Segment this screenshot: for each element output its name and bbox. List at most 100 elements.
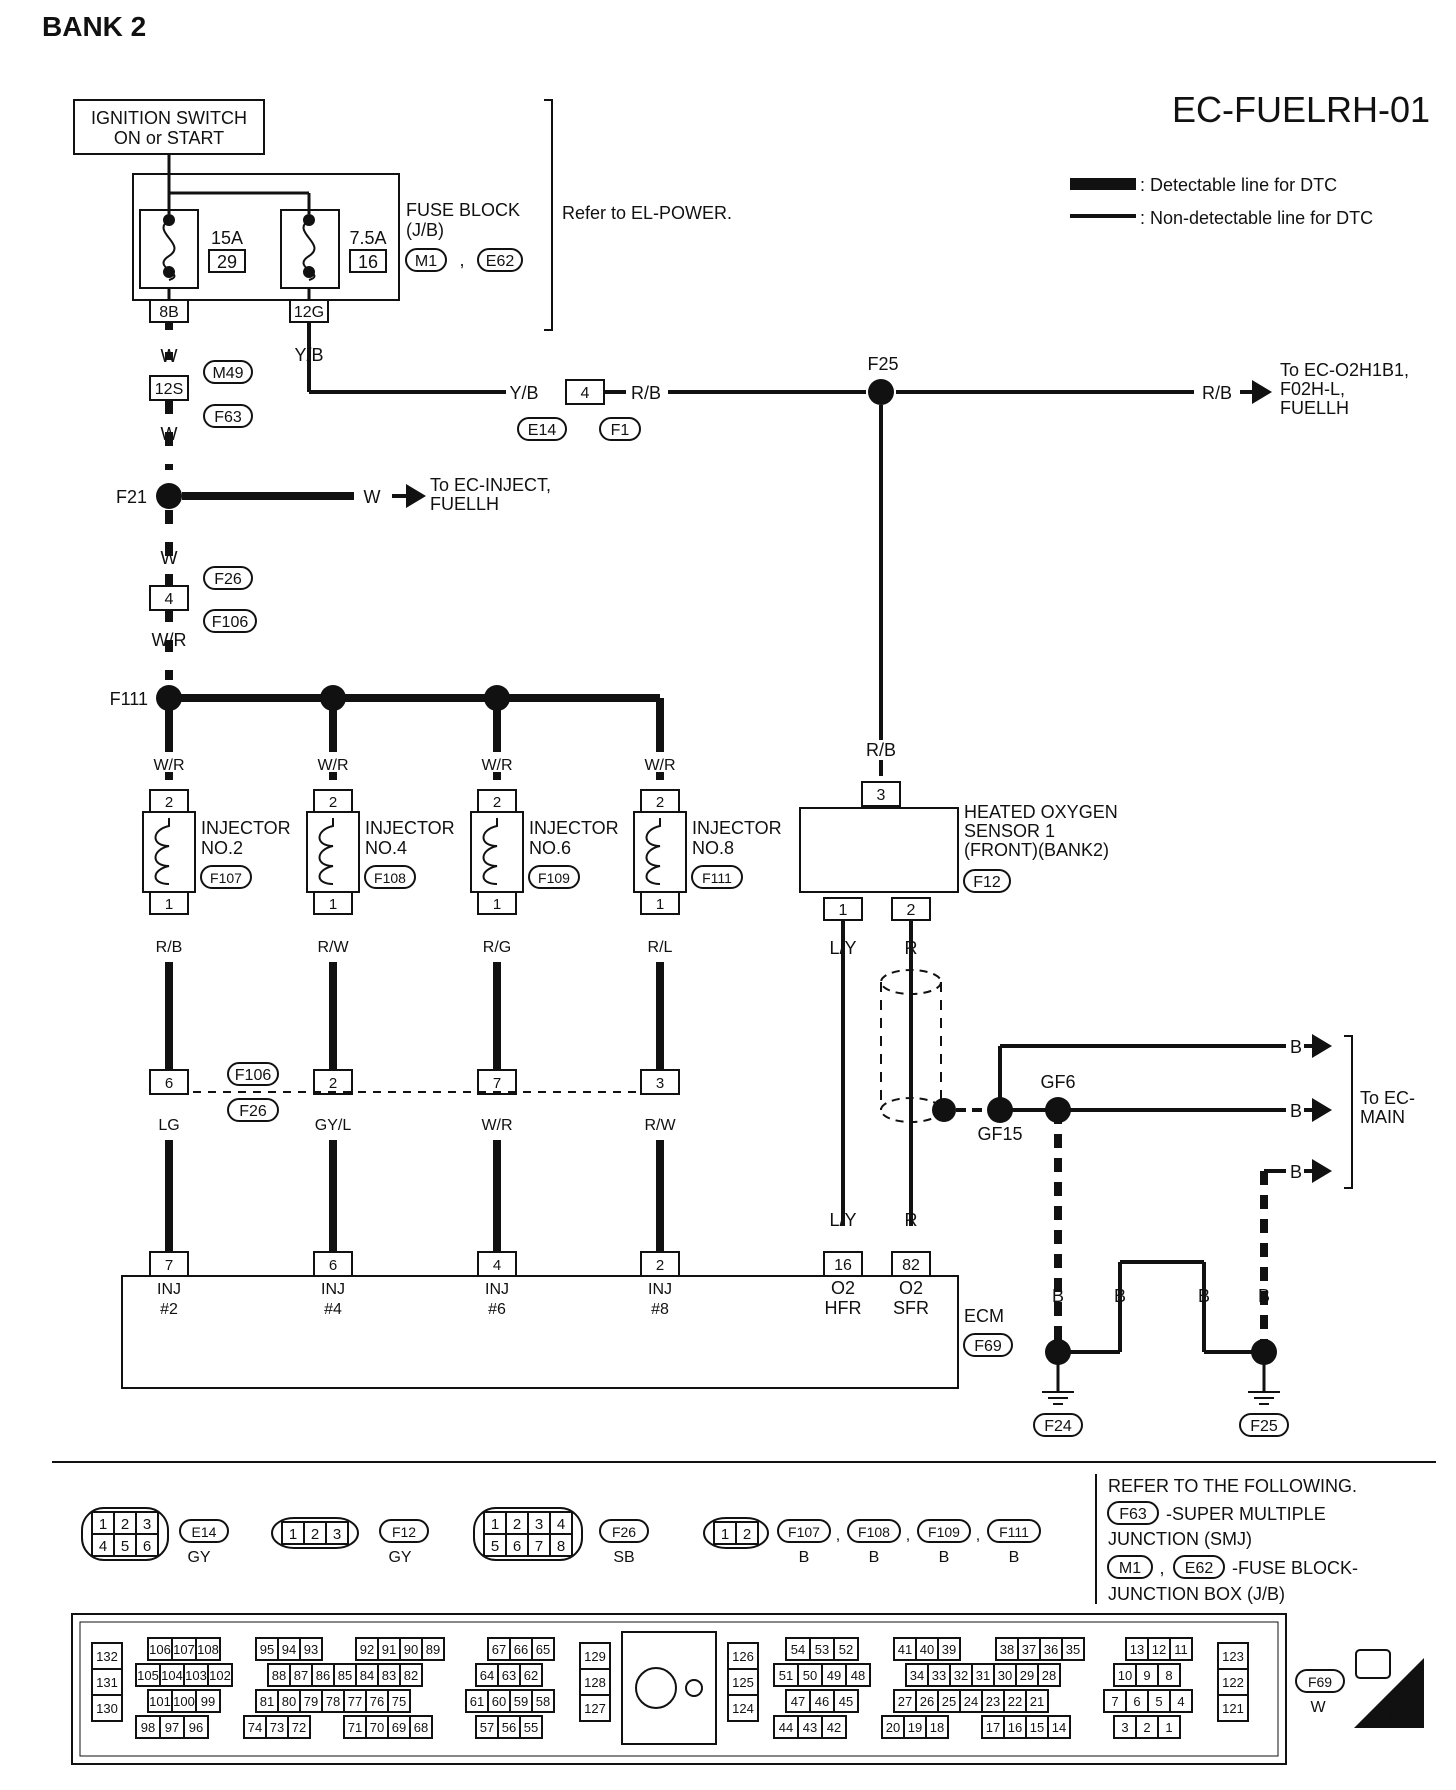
- to-o2-1: To EC-O2H1B1,: [1280, 360, 1409, 380]
- e14-conn: E14: [192, 1524, 217, 1540]
- ecm-pin: 122: [1222, 1675, 1244, 1690]
- wire-label-wr-1: W/R: [152, 630, 187, 650]
- ecm-pin: 22: [1008, 1694, 1022, 1709]
- wire-label-inj-out: R/W: [317, 939, 349, 956]
- to-main-1: To EC-: [1360, 1088, 1415, 1108]
- wire-label-w-1: W: [161, 346, 178, 366]
- ground-f24: F24: [1044, 1418, 1072, 1435]
- ecm-pin: 72: [292, 1720, 306, 1735]
- ecm-pin: 25: [942, 1694, 956, 1709]
- ecm-pin: 76: [370, 1694, 384, 1709]
- ecm-pin: 128: [584, 1675, 606, 1690]
- ecm-label-o2-1a: O2: [831, 1278, 855, 1298]
- ecm-pin: 84: [360, 1668, 374, 1683]
- ecm-pin: 4: [1177, 1694, 1184, 1709]
- ecm-pin: 55: [524, 1720, 538, 1735]
- o2-conn: F12: [973, 874, 1001, 891]
- ecm-pin: 88: [272, 1668, 286, 1683]
- ecm-pin: 1: [1165, 1720, 1172, 1735]
- junction-f111-label: F111: [110, 689, 148, 709]
- wire-label-wr: W/R: [481, 757, 512, 774]
- ecm-inj-label: INJ: [485, 1281, 509, 1298]
- wire-label-wr: W/R: [317, 757, 348, 774]
- ecm-pin: 53: [815, 1642, 829, 1657]
- refer-jb-1: -FUSE BLOCK-: [1232, 1558, 1358, 1578]
- f12-pin: 3: [333, 1526, 341, 1543]
- ecm-pin: 101: [149, 1694, 171, 1709]
- f69-conn: F69: [1308, 1674, 1332, 1690]
- fuse-conn-sep: ,: [459, 250, 464, 270]
- f26-pin: 6: [513, 1538, 521, 1555]
- ecm-label-o2-1b: HFR: [825, 1298, 862, 1318]
- ecm-pin: 26: [920, 1694, 934, 1709]
- e14-pin: 1: [99, 1516, 107, 1533]
- fuse-conn-2: E62: [486, 253, 515, 270]
- e14-conn-1: E14: [528, 422, 557, 439]
- wire-label-inj-out: R/B: [156, 939, 183, 956]
- ecm-pin: 5: [1155, 1694, 1162, 1709]
- ecm-pin: 59: [514, 1694, 528, 1709]
- refer-title: REFER TO THE FOLLOWING.: [1108, 1476, 1357, 1496]
- wire-label-wr: W/R: [644, 757, 675, 774]
- ecm-pin: 2: [1143, 1720, 1150, 1735]
- ecm-inj-pin: 6: [329, 1257, 337, 1274]
- ecm-pin: 41: [898, 1642, 912, 1657]
- f12-conn: F12: [392, 1524, 416, 1540]
- ignition-label-2: ON or START: [114, 128, 224, 148]
- injector-bottom-pin: 1: [329, 896, 337, 913]
- inj-conn: F111: [999, 1524, 1029, 1540]
- inj-conn: F107: [788, 1524, 820, 1540]
- wire-w-left: [149, 322, 189, 680]
- ecm-pin: 106: [149, 1642, 171, 1657]
- injector-bottom-pin: 1: [656, 896, 664, 913]
- ecm-pin: 68: [414, 1720, 428, 1735]
- ecm-pin: 18: [930, 1720, 944, 1735]
- ecm-pin: 47: [791, 1694, 805, 1709]
- ecm-pin: 14: [1052, 1720, 1066, 1735]
- ecm-pin: 6: [1133, 1694, 1140, 1709]
- e14-pin: 6: [143, 1538, 151, 1555]
- wire-label-yb-2: Y/B: [509, 383, 538, 403]
- junction-gf15-label: GF15: [977, 1124, 1022, 1144]
- wire-label-rb-1: R/B: [631, 383, 661, 403]
- ecm-pin: 48: [851, 1668, 865, 1683]
- ecm-pin: 67: [492, 1642, 506, 1657]
- e14-pin: 2: [121, 1516, 129, 1533]
- f69-color: W: [1310, 1699, 1326, 1716]
- inj-sep: ,: [906, 1527, 910, 1544]
- smj-conn-1: M49: [212, 365, 243, 382]
- ecm-inj-label: INJ: [157, 1281, 181, 1298]
- ecm-pin: 63: [502, 1668, 516, 1683]
- junction-gf6-label: GF6: [1040, 1072, 1075, 1092]
- ecm-inj-label: INJ: [321, 1281, 345, 1298]
- harness-side-icon: [1355, 1649, 1391, 1679]
- ecm-pin: 17: [986, 1720, 1000, 1735]
- ecm-pin: 102: [209, 1668, 231, 1683]
- ecm-pin: 64: [480, 1668, 494, 1683]
- ecm-pin: 58: [536, 1694, 550, 1709]
- refer-m1: M1: [1119, 1560, 1141, 1577]
- ecm-pin: 8: [1165, 1668, 1172, 1683]
- smj-pin: 12S: [155, 381, 183, 398]
- ecm-pin: 43: [803, 1720, 817, 1735]
- ecm-inj-number: #8: [651, 1301, 669, 1318]
- ecm-pin: 51: [779, 1668, 793, 1683]
- ecm-pin: 99: [201, 1694, 215, 1709]
- ecm-pin: 38: [1000, 1642, 1014, 1657]
- ecm-pin: 75: [392, 1694, 406, 1709]
- injector-number: NO.8: [692, 838, 734, 858]
- ecm-box: [121, 1275, 959, 1389]
- injector-mid-pin: 3: [656, 1075, 664, 1092]
- o2-name-1: HEATED OXYGEN: [964, 802, 1118, 822]
- ecm-pin: 91: [382, 1642, 396, 1657]
- ecm-pin: 32: [954, 1668, 968, 1683]
- ecm-pin: 70: [370, 1720, 384, 1735]
- wire-label-inj-ecm: R/W: [644, 1117, 676, 1134]
- ecm-pin: 131: [96, 1675, 118, 1690]
- ecm-pin: 104: [161, 1668, 183, 1683]
- wire-label-yb-1: Y/B: [294, 345, 323, 365]
- f26-conn-2: F106: [212, 614, 249, 631]
- injectors: W/R21INJECTORNO.2F107R/B6LG7INJ#2W/R21IN…: [142, 740, 782, 1318]
- ecm-pin: 126: [732, 1649, 754, 1664]
